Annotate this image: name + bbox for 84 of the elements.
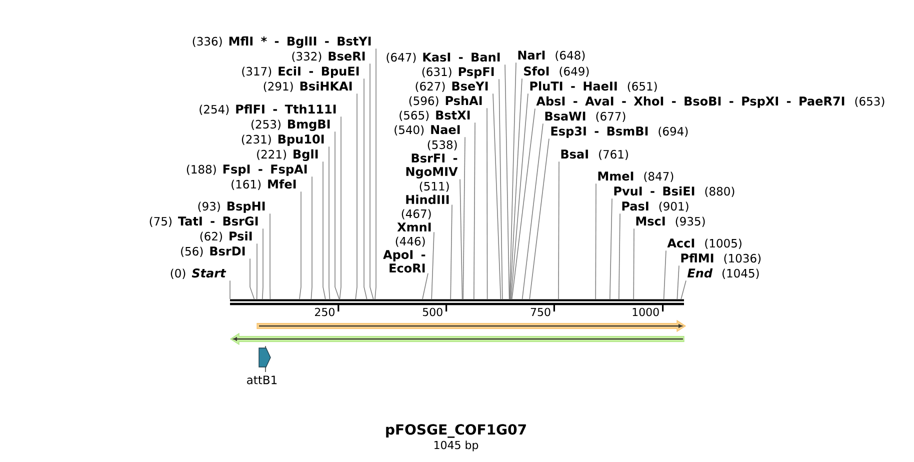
leader-line [595, 183, 596, 300]
leader-line [460, 178, 463, 300]
site-label: (291) BsiHKAI [264, 81, 352, 92]
site-label: BsaWI (677) [545, 112, 626, 122]
leader-line [486, 108, 488, 300]
site-label: (627) BseYI [416, 82, 488, 92]
site-label: (467) XmnI [397, 209, 431, 232]
leader-line [370, 63, 374, 300]
tick-label: 250 [315, 308, 334, 316]
leader-line [474, 122, 476, 300]
site-label: (188) FspI - FspAI [186, 164, 307, 176]
site-label: NarI (648) [518, 50, 585, 61]
leader-line [462, 136, 466, 300]
leader-line [680, 280, 686, 300]
leader-line [334, 131, 340, 300]
site-label: AccI (1005) [667, 238, 742, 249]
site-label: MscI (935) [636, 216, 705, 227]
leader-line [431, 232, 434, 300]
leader-line [299, 191, 302, 300]
leader-line [509, 62, 516, 300]
leader-line [610, 198, 612, 300]
site-label: PasI (901) [622, 202, 688, 212]
leader-line [618, 213, 620, 300]
site-label: PvuI - BsiEI (880) [614, 186, 734, 197]
leader-line [522, 123, 544, 300]
site-label: (221) BglI [257, 149, 318, 162]
site-label: End (1045) [687, 268, 759, 279]
site-label: (446) ApoI - EcoRI [383, 236, 426, 273]
site-label: (540) NaeI [394, 125, 460, 136]
site-label: (336) MflI * - BglII - BstYI [192, 36, 371, 48]
feature-label: attB1 [247, 376, 277, 384]
site-label: (75) TatI - BsrGI [150, 216, 258, 227]
site-label: Esp3I - BsmBI (694) [551, 126, 688, 138]
site-label: (565) BstXI [400, 110, 470, 121]
site-label: (511) HindIII [406, 182, 449, 204]
leader-line [262, 228, 264, 300]
leader-line [355, 93, 358, 300]
site-label: (231) Bpu10I [242, 134, 324, 146]
leader-line [558, 161, 560, 300]
leader-line [510, 93, 528, 300]
leader-line [450, 204, 452, 300]
leader-line [256, 243, 258, 300]
leader-line [364, 78, 368, 300]
site-label: (0) Start [170, 268, 226, 279]
site-label: (631) PspFI [422, 67, 494, 78]
site-label: BsaI (761) [561, 150, 628, 160]
leader-line [663, 250, 666, 300]
leader-line [510, 78, 522, 300]
tick-label: 750 [530, 308, 550, 316]
leader-line [633, 228, 634, 300]
leader-line [422, 272, 428, 300]
site-label: SfoI (649) [524, 66, 589, 77]
site-label: (596) PshAI [409, 96, 482, 106]
leader-line [328, 146, 330, 300]
site-label: (647) KasI - BanI [386, 52, 500, 63]
leader-line [529, 138, 550, 300]
leader-line [492, 93, 502, 300]
leader-line [310, 176, 312, 300]
leader-line [676, 265, 680, 300]
leader-line [270, 213, 271, 300]
tick-label: 1000 [632, 308, 659, 316]
leader-line [498, 78, 503, 300]
site-label: (161) MfeI [232, 179, 296, 190]
site-label: (62) PsiI [200, 231, 252, 242]
leader-line [250, 258, 255, 300]
tick-label: 500 [422, 308, 442, 316]
site-label: (332) BseRI [292, 52, 365, 62]
site-label: (317) EciI - BpuEI [242, 66, 359, 78]
site-label: (253) BmgBI [252, 120, 330, 132]
site-label: AbsI - AvaI - XhoI - BsoBI - PspXI - PaeR7I (653) [536, 96, 884, 108]
map-title: pFOSGE_COF1G07 [386, 424, 526, 438]
leader-line [339, 116, 342, 300]
site-label: PluTI - HaeII (651) [530, 81, 657, 92]
site-label: (254) PflFI - Tth111I [200, 104, 336, 115]
leader-line [512, 108, 536, 300]
leader-line [374, 48, 376, 300]
leader-line [322, 161, 326, 300]
leader-line [504, 64, 510, 300]
site-label: MmeI (847) [598, 172, 674, 182]
site-label: (56) BsrDI [181, 246, 245, 257]
sequence-length: 1045 bp [434, 440, 478, 452]
site-label: PflMI (1036) [681, 253, 761, 264]
site-label: (538) BsrFI - NgoMIV [406, 140, 458, 178]
site-label: (93) BspHI [198, 202, 265, 213]
